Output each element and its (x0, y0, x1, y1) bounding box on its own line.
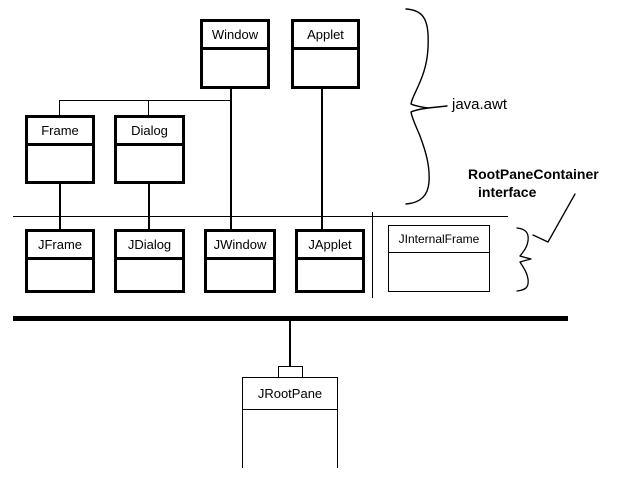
class-box-applet[interactable]: Applet (291, 19, 360, 89)
package-label-java-awt: java.awt (452, 96, 508, 113)
class-box-frame[interactable]: Frame (25, 115, 95, 184)
class-body-jwindow (207, 260, 273, 286)
class-body-jinternalframe (389, 253, 489, 288)
class-box-jrootpane[interactable]: JRootPane (242, 377, 338, 468)
interface-label-line2: interface (478, 183, 537, 200)
class-title-jinternalframe: JInternalFrame (389, 226, 489, 253)
interface-brace (512, 226, 542, 292)
class-box-jwindow[interactable]: JWindow (204, 229, 276, 293)
class-body-window (203, 50, 267, 82)
interface-pointer-line (530, 192, 578, 250)
awt-brace (398, 6, 448, 206)
connector-bar-to-jrootpane (289, 320, 291, 367)
class-title-jframe: JFrame (28, 232, 92, 260)
class-title-applet: Applet (294, 22, 357, 50)
interface-label-line1: RootPaneContainer (468, 166, 599, 182)
class-box-jframe[interactable]: JFrame (25, 229, 95, 293)
class-body-jframe (28, 260, 92, 286)
class-title-japplet: JApplet (298, 232, 362, 260)
connector-frame-to-jframe (59, 182, 61, 231)
class-body-japplet (298, 260, 362, 286)
class-title-window: Window (203, 22, 267, 50)
class-body-jrootpane (243, 410, 337, 468)
connector-window-to-jwindow (230, 86, 232, 231)
class-title-jrootpane: JRootPane (243, 378, 337, 410)
class-title-dialog: Dialog (117, 118, 182, 146)
class-box-jinternalframe[interactable]: JInternalFrame (388, 225, 490, 292)
class-title-jwindow: JWindow (207, 232, 273, 260)
connector-branch-bar-frame-dialog (59, 100, 232, 101)
connector-branch-to-frame (59, 100, 60, 117)
class-title-frame: Frame (28, 118, 92, 146)
divider-before-jinternalframe (372, 212, 373, 298)
connector-branch-to-dialog (148, 100, 149, 117)
class-box-window[interactable]: Window (200, 19, 270, 89)
class-body-applet (294, 50, 357, 82)
rootpanecontainer-implementation-bar (13, 316, 568, 321)
interface-label-rootpanecontainer: RootPaneContainer interface (468, 166, 599, 201)
class-body-frame (28, 146, 92, 177)
connector-dialog-to-jdialog (148, 182, 150, 231)
class-box-jdialog[interactable]: JDialog (114, 229, 185, 293)
connector-applet-to-japplet (321, 86, 323, 231)
class-box-dialog[interactable]: Dialog (114, 115, 185, 184)
class-body-dialog (117, 146, 182, 177)
jrootpane-plug-connector (278, 366, 303, 378)
separator-awt-swing (13, 216, 508, 217)
class-body-jdialog (117, 260, 182, 286)
class-box-japplet[interactable]: JApplet (295, 229, 365, 293)
class-title-jdialog: JDialog (117, 232, 182, 260)
